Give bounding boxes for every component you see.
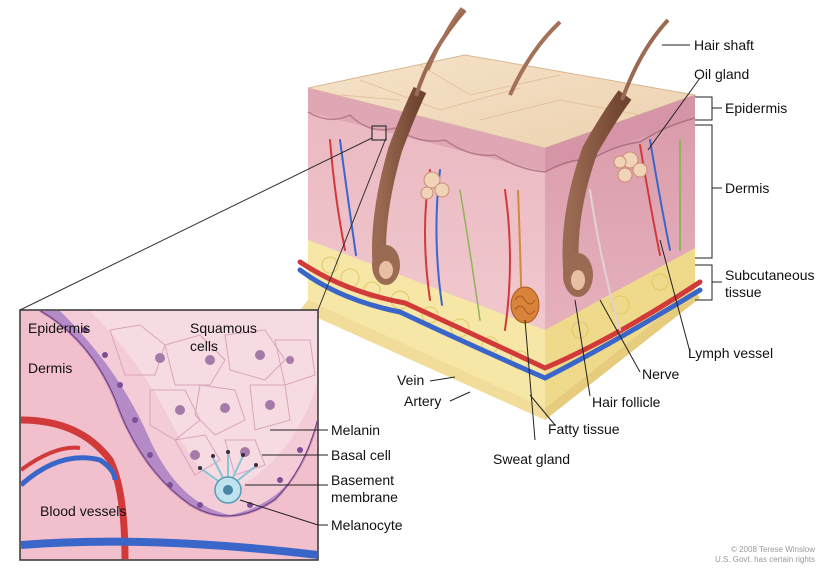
inset-label-basement: Basement [331,472,394,488]
label-sweat-gland: Sweat gland [493,451,570,467]
inset-label-melanin: Melanin [331,422,380,438]
label-fatty-tissue: Fatty tissue [548,421,620,437]
inset-label-squamous-cells: cells [190,338,218,354]
inset-label-blood-vessels: Blood vessels [40,503,126,519]
label-lymph-vessel: Lymph vessel [688,345,773,361]
inset-label-squamous: Squamous [190,320,257,336]
inset-label-melanocyte: Melanocyte [331,517,403,533]
inset-label-basal-cell: Basal cell [331,447,391,463]
label-dermis: Dermis [725,180,769,196]
label-hair-shaft: Hair shaft [694,37,754,53]
label-subcutaneous-tissue: tissue [725,284,762,300]
copyright-line2: U.S. Govt. has certain rights [715,555,815,564]
inset-label-epidermis: Epidermis [28,320,90,336]
copyright-line1: © 2008 Terese Winslow [731,545,815,554]
label-epidermis: Epidermis [725,100,787,116]
label-artery: Artery [404,393,441,409]
label-oil-gland: Oil gland [694,66,749,82]
label-hair-follicle: Hair follicle [592,394,661,410]
inset-label-basement-membrane: membrane [331,489,398,505]
label-nerve: Nerve [642,366,680,382]
inset-label-dermis: Dermis [28,360,72,376]
inset-panel [20,310,318,560]
label-subcutaneous: Subcutaneous [725,267,815,283]
skin-block [300,8,700,420]
label-vein: Vein [397,372,424,388]
